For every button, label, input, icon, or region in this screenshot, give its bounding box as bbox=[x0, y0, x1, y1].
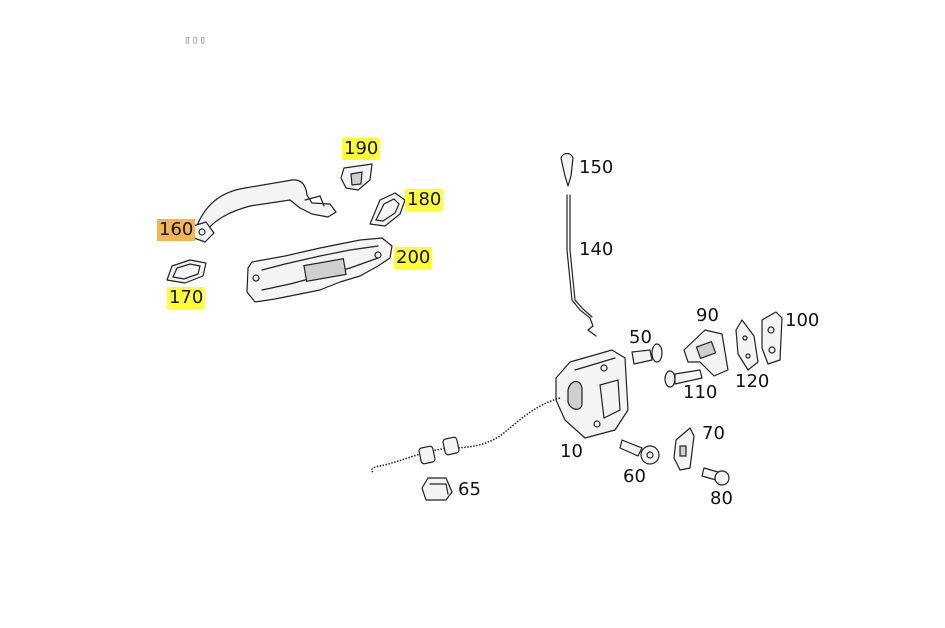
shim-plate-120-part bbox=[735, 319, 759, 371]
door-lock-part bbox=[555, 349, 629, 439]
cable-part bbox=[370, 397, 561, 473]
callout-80: 80 bbox=[710, 488, 733, 509]
callout-160: 160 bbox=[157, 219, 196, 241]
callout-110: 110 bbox=[683, 382, 718, 403]
callout-150: 150 bbox=[579, 157, 614, 178]
bolt-60-part bbox=[619, 439, 660, 465]
corner-mark: ▯▯▯ bbox=[184, 33, 207, 46]
callout-180: 180 bbox=[405, 189, 444, 211]
callout-65: 65 bbox=[458, 479, 481, 500]
gasket-170-part bbox=[166, 259, 207, 284]
handle-carrier-part bbox=[246, 237, 393, 303]
callout-50: 50 bbox=[629, 327, 652, 348]
clip-part bbox=[421, 477, 453, 501]
callout-170: 170 bbox=[167, 287, 206, 309]
callout-190: 190 bbox=[342, 138, 381, 160]
door-handle-part bbox=[192, 179, 337, 243]
callout-100: 100 bbox=[785, 310, 820, 331]
plate-100-part bbox=[761, 311, 783, 365]
handle-cap-part bbox=[340, 163, 373, 191]
callout-90: 90 bbox=[696, 305, 719, 326]
callout-70: 70 bbox=[702, 423, 725, 444]
callout-60: 60 bbox=[623, 466, 646, 487]
callout-10: 10 bbox=[560, 441, 583, 462]
callout-120: 120 bbox=[735, 371, 770, 392]
striker-90-part bbox=[683, 329, 729, 377]
gasket-180-part bbox=[369, 192, 406, 227]
screw-110-part bbox=[664, 369, 703, 388]
bracket-70-part bbox=[673, 427, 695, 471]
screw-50-part bbox=[631, 343, 663, 365]
callout-200: 200 bbox=[394, 247, 433, 269]
lock-rod-part bbox=[566, 194, 597, 337]
callout-140: 140 bbox=[579, 239, 614, 260]
bolt-80-part bbox=[701, 467, 730, 486]
lock-knob-part bbox=[560, 152, 574, 187]
